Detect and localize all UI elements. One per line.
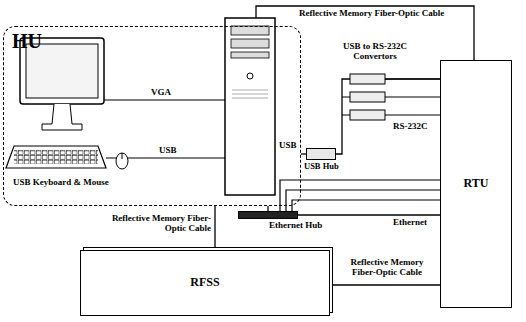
usb-hub: USB Hub bbox=[306, 148, 336, 160]
pc-tower bbox=[225, 18, 275, 195]
cable-label: Reflective Memory Fiber-Optic Cable bbox=[98, 214, 212, 234]
cable-connector bbox=[336, 79, 440, 154]
annotation-label: USB Keyboard & Mouse bbox=[12, 178, 110, 188]
annotation-label: USB bbox=[158, 146, 178, 156]
annotation-label: RS-232C bbox=[392, 122, 429, 132]
node-label: USB Hub bbox=[304, 162, 339, 171]
cable-connector bbox=[330, 284, 440, 285]
ethernet-hub: Ethernet Hub bbox=[238, 211, 298, 219]
annotation-label: USB to RS-232C Convertors bbox=[338, 42, 412, 62]
node-label: Ethernet Hub bbox=[269, 221, 322, 231]
node-label: HU bbox=[12, 30, 42, 52]
cable-label: Ethernet bbox=[392, 218, 428, 228]
node-label: RTU bbox=[464, 177, 489, 190]
annotation-label: VGA bbox=[150, 88, 172, 98]
ethernet-wires bbox=[280, 180, 440, 211]
cable-connector bbox=[214, 206, 215, 250]
rtu-box: RTU bbox=[440, 60, 512, 308]
cable-label: Reflective Memory Fiber-Optic Cable bbox=[338, 258, 436, 278]
cable-label: Reflective Memory Fiber-Optic Cable bbox=[298, 9, 445, 19]
rfss-box: RFSS bbox=[80, 250, 330, 316]
cable-label: USB bbox=[278, 141, 298, 151]
keyboard-and-mouse bbox=[6, 146, 128, 169]
cable-connector bbox=[298, 214, 440, 215]
node-label: RFSS bbox=[190, 276, 219, 289]
vga-cable bbox=[100, 99, 225, 100]
usb-rs232-convertors bbox=[350, 74, 385, 120]
